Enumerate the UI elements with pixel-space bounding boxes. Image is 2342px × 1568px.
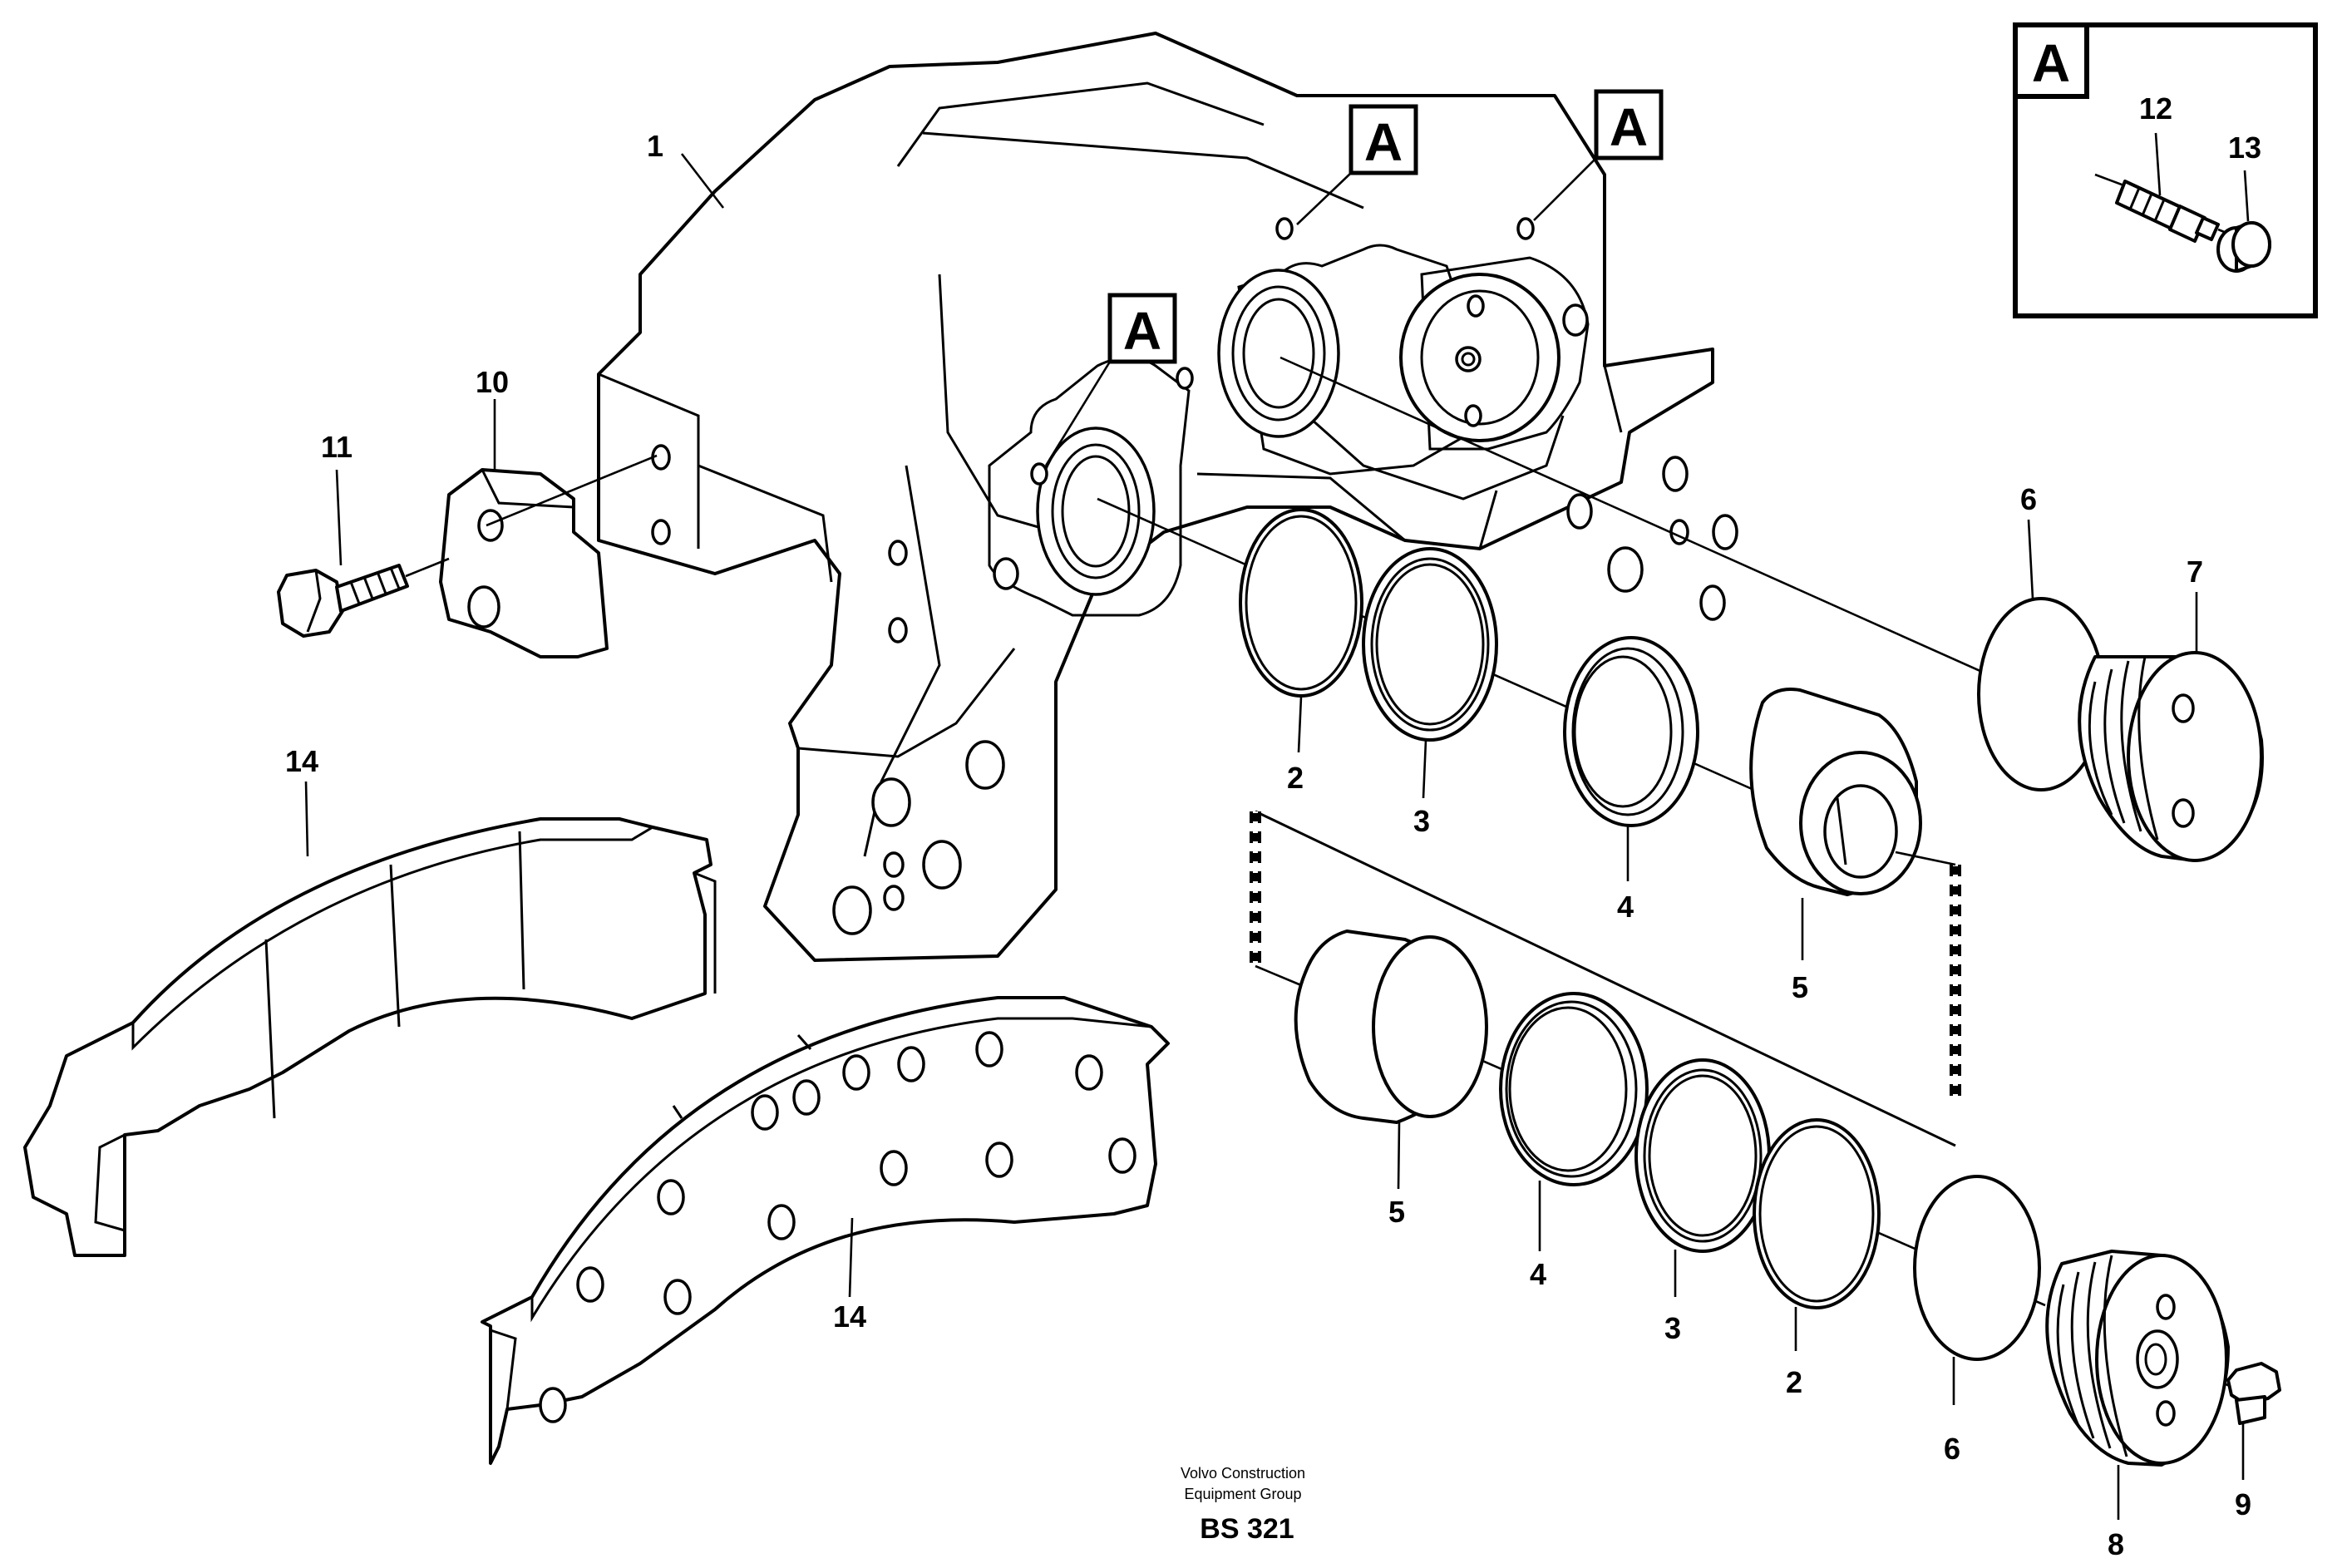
leader-14a [304,781,309,857]
detail-a-letter-box [2013,22,2089,99]
label-3b: 3 [1664,1311,1681,1345]
callout-a-lower: A [1044,293,1177,466]
part-4-wiper-upper [1563,636,1699,827]
callout-a-upper-right: A [1533,89,1664,221]
piston-bore-upper [1217,269,1340,438]
part-13-dust-cap [2216,221,2271,273]
drawing-code: BS 321 [1200,1513,1294,1545]
leader-13 [2243,170,2250,222]
label-14a: 14 [285,744,318,778]
label-4b: 4 [1530,1257,1546,1291]
label-8: 8 [2108,1527,2124,1561]
leader-1 [680,153,725,209]
leader-6a [2027,519,2034,599]
part-1-caliper-housing [597,32,1714,962]
label-6b: 6 [1944,1432,1960,1466]
callout-a-letter-2: A [1610,97,1648,157]
leader-12 [2154,132,2162,196]
part-3-ring-lower [1634,1058,1771,1253]
label-11: 11 [321,430,353,464]
part-14-brake-shoe-lower [481,996,1170,1465]
footer-company-line2: Equipment Group [1184,1486,1301,1502]
label-4a: 4 [1617,890,1634,924]
leader-2a [1297,696,1303,753]
leader-3a [1422,739,1427,799]
part-14-brake-pad-upper [23,817,717,1257]
label-12: 12 [2139,91,2172,126]
callout-a-upper-left: A [1296,104,1418,225]
callout-a-letter-1: A [1364,112,1403,172]
housing-holes [651,217,1738,935]
leader-11 [335,469,343,566]
assembly-axis-upper-right [1279,356,2079,717]
brake-shoe-holes [539,1031,1136,1423]
leader-5b [1397,1122,1401,1190]
label-13: 13 [2228,131,2261,165]
part-2-seal-lower [1753,1118,1881,1309]
part-5-piston-lower [1294,929,1488,1124]
label-5a: 5 [1792,970,1808,1004]
part-7-cover [2078,651,2264,862]
label-2b: 2 [1786,1365,1802,1399]
piston-bore-lower [1036,427,1156,596]
detail-a-inset: A 12 13 [2013,22,2318,318]
part-4-wiper-lower [1499,992,1649,1186]
label-14b: 14 [833,1299,866,1334]
footer-company-line1: Volvo Construction [1181,1465,1305,1482]
part-11-bolt [277,557,450,638]
part-3-ring-upper [1362,547,1498,742]
part-8-cover [2045,1250,2230,1467]
alternative-piston-frame [1250,810,1961,1147]
label-2a: 2 [1287,761,1304,795]
label-9: 9 [2235,1487,2251,1521]
part-6-gasket-lower [1913,1175,2041,1361]
part-5-piston-upper [1749,688,1922,896]
part-9-plug [2226,1362,2281,1425]
label-6a: 6 [2020,482,2037,516]
leader-14b [848,1217,854,1298]
label-1: 1 [647,129,663,163]
label-5b: 5 [1388,1195,1405,1229]
label-7: 7 [2187,555,2203,589]
part-10-bracket [439,468,609,658]
callout-a-letter-3: A [1123,301,1161,361]
assembly-line-10 [486,454,658,527]
housing-bores [1036,269,1561,596]
label-10: 10 [476,365,509,399]
label-3a: 3 [1413,804,1430,838]
detail-a-letter: A [2032,33,2070,93]
part-2-seal-upper [1239,508,1363,698]
footer-title-block: Volvo Construction Equipment Group BS 32… [1181,1465,1305,1545]
